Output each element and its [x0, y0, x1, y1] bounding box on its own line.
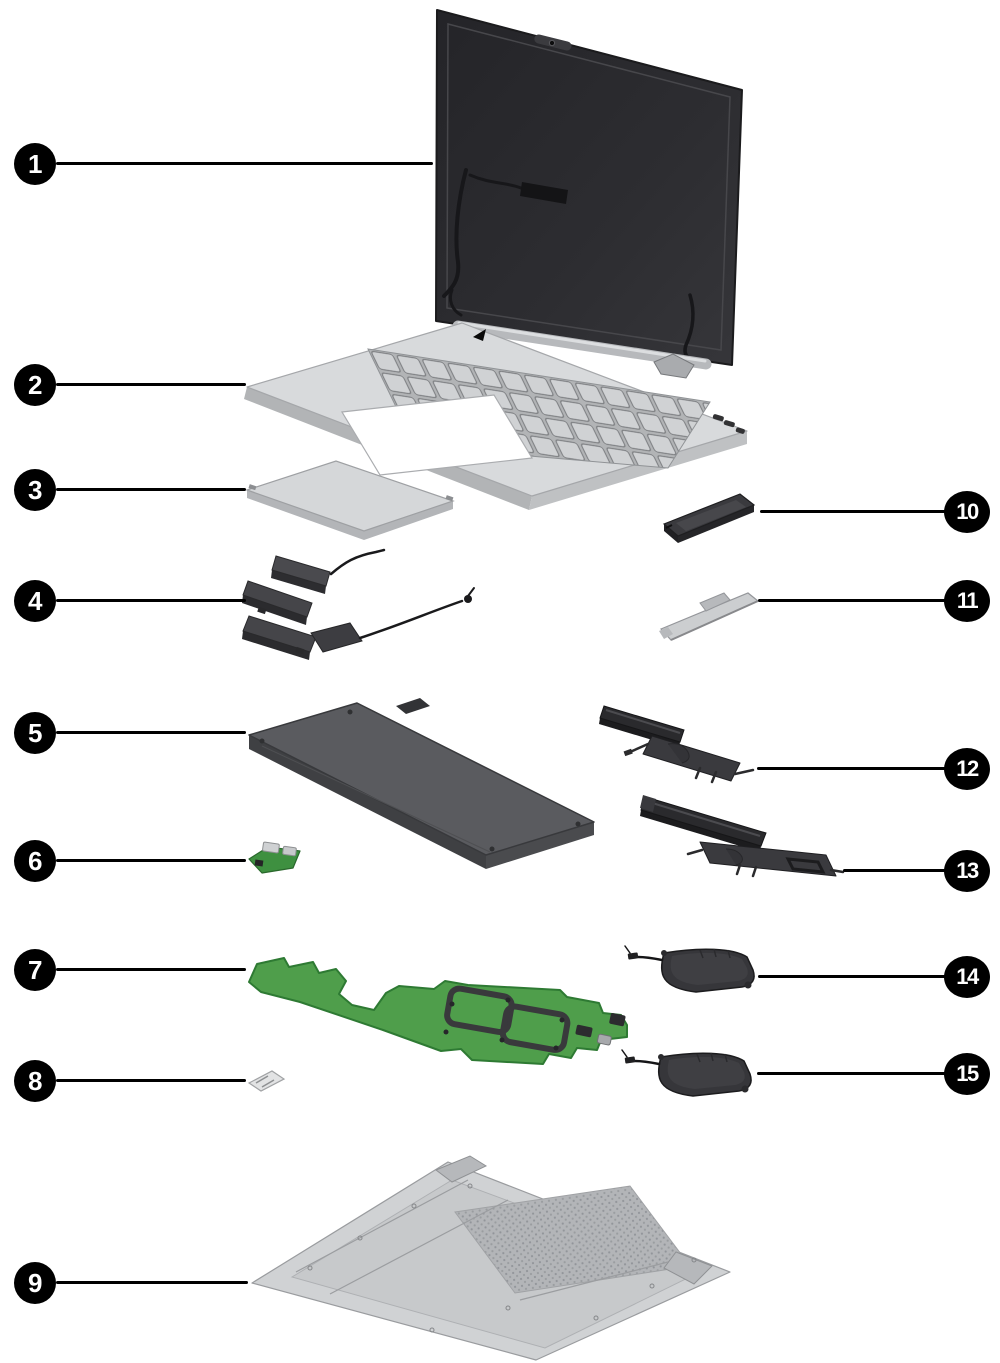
callout-keyboard-top-cover: 2	[14, 364, 56, 406]
display-assembly-illustration	[423, 9, 743, 379]
callout-number: 14	[956, 964, 979, 989]
callout-number: 5	[28, 717, 42, 748]
wireless-module-illustration	[247, 1070, 286, 1092]
leader-line-ssd	[760, 510, 946, 513]
callout-heat-sink-large: 13	[944, 850, 990, 892]
callout-number: 7	[28, 954, 42, 985]
callout-bottom-cover: 9	[14, 1262, 56, 1304]
leader-line-heat-sink-large	[843, 869, 946, 872]
callout-number: 11	[956, 588, 979, 613]
ssd-illustration	[662, 493, 756, 543]
leader-line-speakers	[56, 599, 246, 602]
system-board-illustration	[248, 957, 628, 1065]
callout-number: 1	[28, 148, 42, 179]
leader-line-fan-upper	[758, 975, 946, 978]
callout-number: 2	[28, 369, 42, 400]
touchpad-opening	[341, 394, 533, 476]
callout-speakers: 4	[14, 580, 56, 622]
speakers-illustration	[242, 548, 475, 660]
fan-upper-illustration	[624, 945, 755, 993]
callout-ssd: 10	[944, 491, 990, 533]
callout-number: 10	[956, 499, 979, 524]
bottom-cover-illustration	[251, 1155, 731, 1361]
callout-touchpad: 3	[14, 469, 56, 511]
callout-number: 3	[28, 474, 42, 505]
callout-number: 12	[956, 756, 979, 781]
touchpad-illustration	[245, 460, 455, 540]
heat-sink-large-illustration	[640, 795, 845, 878]
callout-display-assembly: 1	[14, 143, 56, 185]
display-cable-connector	[520, 182, 568, 204]
leader-line-touchpad	[56, 488, 246, 491]
leader-line-wireless-module	[56, 1079, 246, 1082]
callout-battery: 5	[14, 712, 56, 754]
keyboard-top-cover-illustration	[244, 322, 748, 510]
leader-line-system-board	[56, 968, 246, 971]
leader-line-battery	[56, 731, 246, 734]
callout-number: 8	[28, 1065, 42, 1096]
callout-number: 4	[28, 585, 42, 616]
callout-wireless-module: 8	[14, 1060, 56, 1102]
leader-line-drive-bracket	[758, 599, 946, 602]
callout-fan-lower: 15	[944, 1053, 990, 1095]
battery-illustration	[248, 698, 595, 869]
alignment-arrow	[473, 329, 486, 341]
drive-bracket-illustration	[659, 592, 760, 641]
heatsink-gasket-frames	[444, 985, 571, 1053]
right-hinge-bracket	[653, 353, 695, 379]
callout-number: 15	[956, 1061, 979, 1086]
leader-line-fan-lower	[757, 1072, 946, 1075]
side-ports	[712, 414, 745, 434]
hinge-cutout-left	[434, 1155, 488, 1183]
callout-number: 13	[956, 858, 979, 883]
webcam-module	[534, 34, 572, 51]
leader-line-keyboard-top-cover	[56, 383, 246, 386]
callout-number: 6	[28, 845, 42, 876]
leader-line-heat-sink	[757, 767, 946, 770]
leader-line-bottom-cover	[56, 1281, 248, 1284]
callout-heat-sink: 12	[944, 748, 990, 790]
callout-number: 9	[28, 1267, 42, 1298]
battery-connector	[396, 698, 430, 714]
leader-line-small-io-board	[56, 859, 246, 862]
board-ports	[575, 1013, 626, 1046]
callout-fan-upper: 14	[944, 956, 990, 998]
callout-small-io-board: 6	[14, 840, 56, 882]
small-io-board-illustration	[248, 841, 301, 874]
hinge-cutout-right	[663, 1251, 713, 1285]
fan-lower-illustration	[621, 1049, 752, 1097]
callout-system-board: 7	[14, 949, 56, 991]
leader-line-display-assembly	[56, 162, 433, 165]
callout-drive-bracket: 11	[944, 580, 990, 622]
heat-sink-illustration	[599, 705, 755, 784]
